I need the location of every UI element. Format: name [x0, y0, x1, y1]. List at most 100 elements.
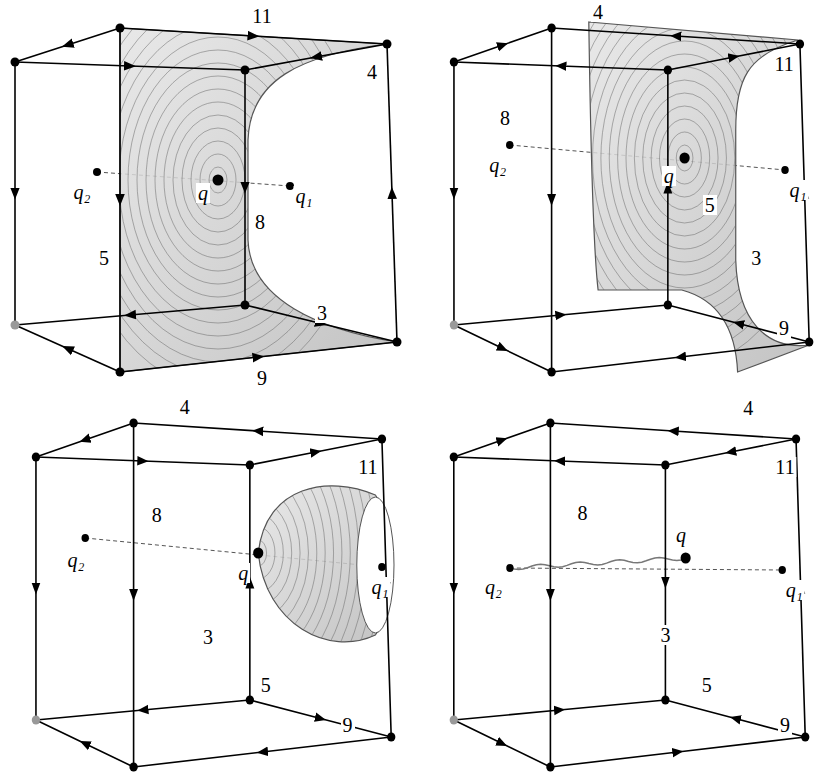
contour-line — [191, 449, 325, 657]
cube-panel — [450, 0, 819, 377]
callout-number: 9 — [777, 318, 791, 338]
equilibrium-dot — [547, 24, 555, 33]
point-q2 — [82, 534, 89, 542]
contour-line — [155, 89, 281, 271]
equilibrium-dot — [32, 453, 40, 462]
cube-edge — [36, 423, 134, 457]
equilibrium-dot — [246, 696, 254, 705]
contour-line — [250, 540, 267, 566]
point-q — [213, 175, 224, 186]
point-q1 — [378, 563, 385, 571]
callout-number: 5 — [259, 675, 273, 695]
equilibrium-dot — [129, 763, 137, 772]
contour-line — [110, 24, 326, 336]
point-label: q₁ — [788, 180, 809, 200]
callout-number: 3 — [658, 625, 672, 645]
cube-edge — [15, 28, 120, 62]
point-label: q₁ — [784, 580, 805, 600]
cube-edge — [36, 457, 250, 465]
equilibrium-dot — [664, 301, 672, 310]
cube-edge — [134, 423, 382, 439]
cube-edge — [119, 28, 121, 372]
contour-line — [233, 514, 283, 592]
contour-line — [164, 102, 272, 258]
cube-edge — [453, 62, 455, 325]
equilibrium-dot — [393, 338, 402, 347]
equilibrium-dot — [378, 435, 386, 444]
callout-number: 9 — [341, 715, 355, 735]
callout-number: 4 — [591, 2, 605, 22]
cube-edge — [387, 44, 397, 342]
point-label: q₁ — [370, 577, 391, 597]
equilibrium-dot — [661, 696, 669, 705]
equilibrium-dot — [11, 58, 20, 67]
callout-number: 8 — [498, 108, 512, 128]
callout-number: 8 — [576, 503, 590, 523]
cube-edge — [550, 737, 805, 767]
cube-panel — [32, 345, 396, 772]
contour-line — [149, 384, 367, 722]
point-label: q₂ — [65, 550, 86, 570]
point-label: q₁ — [294, 186, 315, 206]
invariant-surface — [120, 28, 397, 372]
contour-line — [146, 76, 290, 284]
cube-edge — [454, 305, 668, 325]
contour-line — [634, 80, 734, 236]
cube-edge — [550, 423, 552, 767]
contour-line — [200, 462, 317, 644]
contour-line — [182, 128, 254, 232]
contour-line — [166, 410, 350, 696]
equilibrium-dot — [11, 321, 20, 330]
cube-edge — [250, 700, 391, 737]
contour-line — [593, 15, 777, 301]
point-q — [679, 153, 689, 164]
contour-line — [225, 501, 292, 605]
point-label: q — [662, 166, 676, 186]
equilibrium-dot — [116, 368, 125, 377]
surface-contours — [551, 0, 819, 366]
cube-edge — [244, 70, 246, 305]
contour-line — [137, 63, 299, 297]
point-label: q — [236, 563, 250, 583]
cube-edge — [665, 700, 805, 737]
contour-line — [191, 141, 245, 219]
contour-line — [133, 358, 384, 748]
point-q2 — [93, 168, 101, 176]
cube-edge — [133, 423, 135, 767]
cube-edge — [36, 720, 134, 767]
contour-line — [216, 488, 300, 618]
point-q2 — [506, 564, 513, 572]
cube-edge — [15, 325, 120, 372]
point-q1 — [779, 566, 786, 574]
callout-number: 11 — [773, 457, 796, 477]
cube-edge — [134, 737, 392, 767]
contour-line — [119, 37, 317, 323]
equilibrium-dot — [664, 66, 672, 75]
cube-edge — [453, 457, 455, 720]
equilibrium-dot — [241, 66, 250, 75]
surface-contours — [124, 345, 392, 761]
equilibrium-dot — [801, 733, 809, 742]
contour-line — [609, 41, 760, 275]
cube-edge — [454, 720, 551, 767]
cube-panel — [11, 0, 402, 388]
callout-number: 3 — [315, 303, 329, 323]
equilibrium-dot — [241, 301, 250, 310]
surface-contours — [74, 0, 362, 388]
callout-number: 8 — [150, 505, 164, 525]
cube-edge — [668, 305, 809, 342]
cube-edge — [120, 28, 387, 44]
equilibrium-dot — [450, 716, 458, 725]
invariant-surface — [589, 22, 809, 372]
contour-line — [626, 67, 743, 249]
point-label: q₂ — [487, 155, 508, 175]
connecting-orbit — [510, 558, 686, 570]
cube-edge — [454, 62, 668, 70]
equilibrium-dot — [450, 453, 458, 462]
cube-edge — [36, 700, 250, 720]
cube-edge — [665, 465, 667, 700]
equilibrium-dot — [796, 40, 804, 49]
contour-line — [559, 0, 810, 353]
cube-edge — [552, 28, 800, 44]
